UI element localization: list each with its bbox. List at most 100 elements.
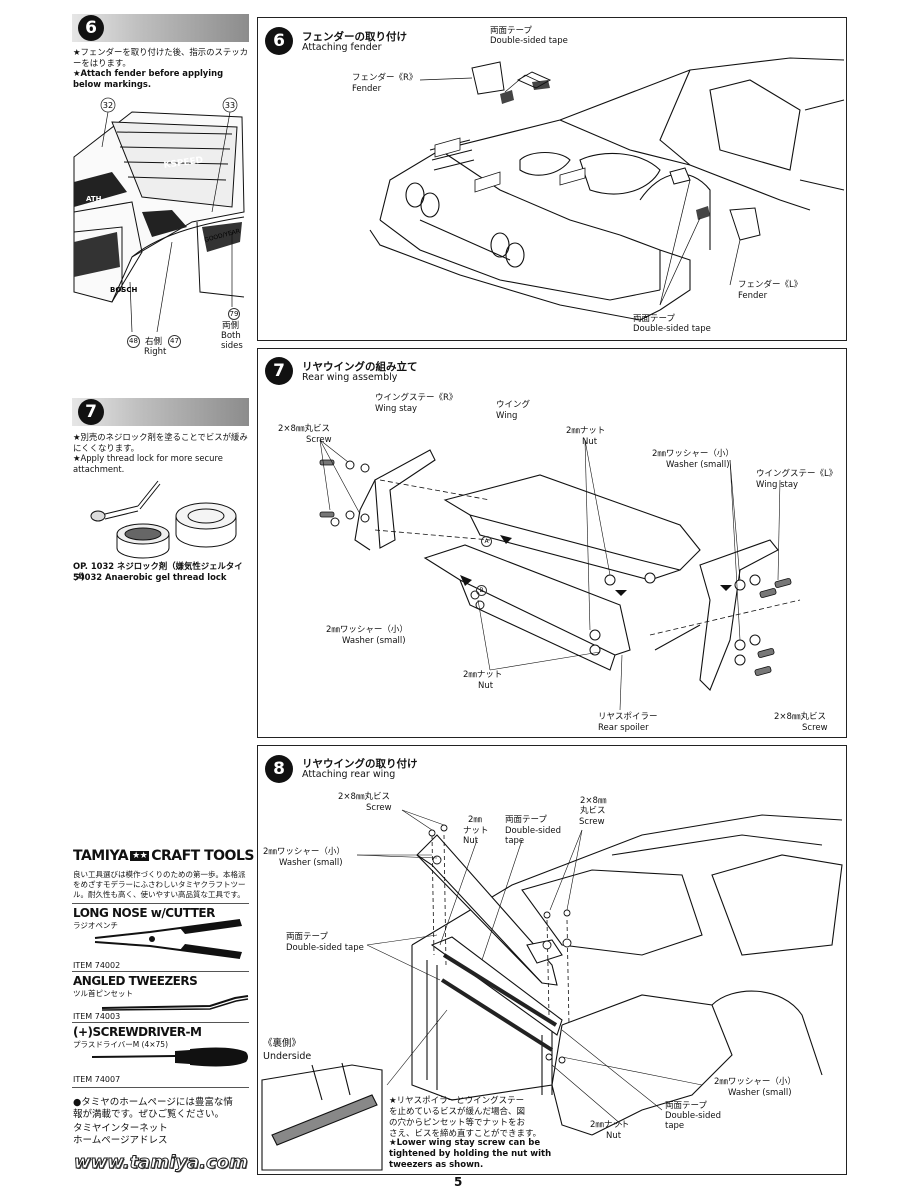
thread-lock-illustration xyxy=(90,480,237,559)
step8-washer-right-en: Washer (small) xyxy=(728,1088,792,1098)
step6-fender-r-jp: フェンダー《R》 xyxy=(352,73,418,83)
step8-tape-top-en-1: Double-sided xyxy=(505,826,561,836)
step7-nut-top-jp: 2㎜ナット xyxy=(566,426,606,436)
craft-rule-4 xyxy=(72,1087,249,1088)
step8-washer-left-en: Washer (small) xyxy=(279,858,343,868)
car-ath-text: ATH xyxy=(86,195,102,203)
homepage-jp-1: ●タミヤのホームページには豊富な情 xyxy=(73,1097,233,1108)
sticker-32-label: 32 xyxy=(103,101,113,110)
tool-2-name: ANGLED TWEEZERS xyxy=(73,974,198,988)
page-number: 5 xyxy=(454,1175,463,1189)
step8-badge: 8 xyxy=(265,755,293,783)
craft-rule-2 xyxy=(72,971,249,972)
sticker-79-label: 79 xyxy=(228,308,240,320)
step7-nut-bottom-en: Nut xyxy=(478,681,494,691)
sticker-48-label: 48 xyxy=(127,335,140,348)
step6-title-en: Attaching fender xyxy=(302,42,382,53)
step7-badge: 7 xyxy=(265,357,293,385)
step6-title-jp: フェンダーの取り付け xyxy=(302,31,407,43)
craft-tools-desc: 良い工具選びは模作づくりのための第一歩。本格派をめざすモデラーにふさわしいタミヤ… xyxy=(73,870,246,899)
step8-tape-left-jp: 両面テープ xyxy=(286,932,328,942)
tool-2-jp: ツル首ピンセット xyxy=(73,989,133,998)
tool-3-item: ITEM 74007 xyxy=(73,1075,121,1084)
step8-tape-top-jp: 両面テープ xyxy=(505,815,547,825)
step8-note-jp-1: ★リヤスポイラーとウイングステー xyxy=(389,1096,525,1106)
tamiya-brand: TAMIYA xyxy=(73,848,129,864)
tool-1-item: ITEM 74002 xyxy=(73,961,121,970)
step7-nut-bottom-jp: 2㎜ナット xyxy=(463,670,503,680)
step7-stay-r-en: Wing stay xyxy=(375,404,418,414)
step7-washer-top-jp: 2㎜ワッシャー（小） xyxy=(652,449,734,459)
step6-left-note-en: ★Attach fender before applying below mar… xyxy=(73,68,224,89)
step6-fender-l-jp: フェンダー《L》 xyxy=(738,280,803,290)
step8-tape-top-en-2: tape xyxy=(505,836,525,846)
step8-rear-wing-illustration xyxy=(261,809,843,1171)
sticker-placement-illustration: 32 33 KSPEED GOOD/YEAR BOSCH ATH xyxy=(73,97,245,333)
step7-wing-en: Wing xyxy=(496,411,518,421)
step7-badge-a: A xyxy=(481,536,492,547)
step7-left-note-en: ★Apply thread lock for more secure attac… xyxy=(73,453,223,474)
step8-tape-right-en-1: Double-sided xyxy=(665,1111,721,1121)
step8-nut-top-jp-1: 2㎜ xyxy=(468,815,482,825)
step7-washer-left-jp: 2㎜ワッシャー（小） xyxy=(326,625,408,635)
tool-1-name: LONG NOSE w/CUTTER xyxy=(73,906,215,920)
tool-3-name: (+)SCREWDRIVER-M xyxy=(73,1025,202,1039)
craft-rule-1 xyxy=(72,903,249,904)
homepage-jp-2: 報が満載です。ぜひご覧ください。 xyxy=(73,1109,225,1120)
step8-nut-top-en: Nut xyxy=(463,836,479,846)
step6-fender-l-en: Fender xyxy=(738,291,768,301)
craft-tools-title: CRAFT TOOLS xyxy=(151,848,254,864)
step8-note-en-1: ★Lower wing stay screw can be xyxy=(389,1138,541,1148)
step8-nut-bottom-jp: 2㎜ナット xyxy=(590,1120,630,1130)
step8-tape-left-en: Double-sided tape xyxy=(286,943,364,953)
step7-badge-b: B xyxy=(476,585,487,596)
step7-left-badge: 7 xyxy=(78,399,104,425)
step8-note-jp-2: を止めているビスが緩んだ場合、図 xyxy=(389,1107,526,1117)
step7-screw-right-en: Screw xyxy=(802,723,828,733)
step7-panel xyxy=(257,348,847,738)
tool-3-jp: プラスドライバーM (4×75) xyxy=(73,1040,169,1049)
homepage-jp-4: ホームページアドレス xyxy=(73,1135,168,1146)
step8-tape-right-en-2: tape xyxy=(665,1121,685,1131)
step7-wing-jp: ウイング xyxy=(496,400,531,410)
step7-left-note-jp: ★別売のネジロック剤を塗ることでビスが緩みにくくなります。 xyxy=(73,432,248,453)
step8-tape-right-jp: 両面テープ xyxy=(665,1101,707,1111)
step8-screw-top-en: Screw xyxy=(366,803,392,813)
step6-tape-bottom-jp: 両面テープ xyxy=(633,314,675,324)
both-sides-en-2: sides xyxy=(221,341,243,351)
step8-note-jp-3: の穴からピンセット等でナットをお xyxy=(389,1118,526,1128)
angled-tweezers-icon xyxy=(101,995,249,1011)
step7-wing-assembly-illustration xyxy=(319,439,801,711)
step6-left-note-jp: ★フェンダーを取り付けた後、指示のステッカーをはります。 xyxy=(73,47,249,68)
tamiya-star-logo-icon: ★★ xyxy=(130,851,150,861)
tool-2-item: ITEM 74003 xyxy=(73,1012,121,1021)
right-side-jp: 右側 xyxy=(145,337,163,347)
car-bosch-text: BOSCH xyxy=(110,286,137,294)
step7-spoiler-jp: リヤスポイラー xyxy=(598,712,658,722)
sticker-33-label: 33 xyxy=(225,101,235,110)
step8-note-jp-4: さえ、ビスを締め直すことができます。 xyxy=(389,1129,542,1139)
right-side-en: Right xyxy=(144,347,167,357)
step7-screw-right-jp: 2×8㎜丸ビス xyxy=(774,712,826,722)
step8-nut-bottom-en: Nut xyxy=(606,1131,622,1141)
step7-title-en: Rear wing assembly xyxy=(302,372,398,383)
step7-screw-left-en: Screw xyxy=(306,435,332,445)
long-nose-pliers-icon xyxy=(94,919,242,959)
step8-nut-top-jp-2: ナット xyxy=(463,826,489,836)
step7-screw-left-jp: 2×8㎜丸ビス xyxy=(278,424,330,434)
step6-left-badge: 6 xyxy=(78,15,104,41)
step6-fender-r-en: Fender xyxy=(352,84,382,94)
step8-screw-right-en: Screw xyxy=(579,817,605,827)
step8-title-en: Attaching rear wing xyxy=(302,769,396,780)
step6-tape-bottom-en: Double-sided tape xyxy=(633,324,711,334)
step8-washer-right-jp: 2㎜ワッシャー（小） xyxy=(714,1077,796,1087)
step6-panel xyxy=(257,17,847,341)
both-sides-jp: 両側 xyxy=(222,321,240,331)
step7-nut-top-en: Nut xyxy=(582,437,598,447)
step6-tape-top-jp: 両面テープ xyxy=(490,26,532,36)
sticker-47-label: 47 xyxy=(168,335,181,348)
step8-note-en-2: tightened by holding the nut with xyxy=(389,1149,552,1159)
thread-lock-product-line1: OP. 1032 ネジロック剤（嫌気性ジェルタイプ） xyxy=(73,561,243,582)
thread-lock-product-line2: 54032 Anaerobic gel thread lock xyxy=(73,572,227,582)
tamiya-url-link[interactable]: www.tamiya.com xyxy=(74,1152,249,1174)
